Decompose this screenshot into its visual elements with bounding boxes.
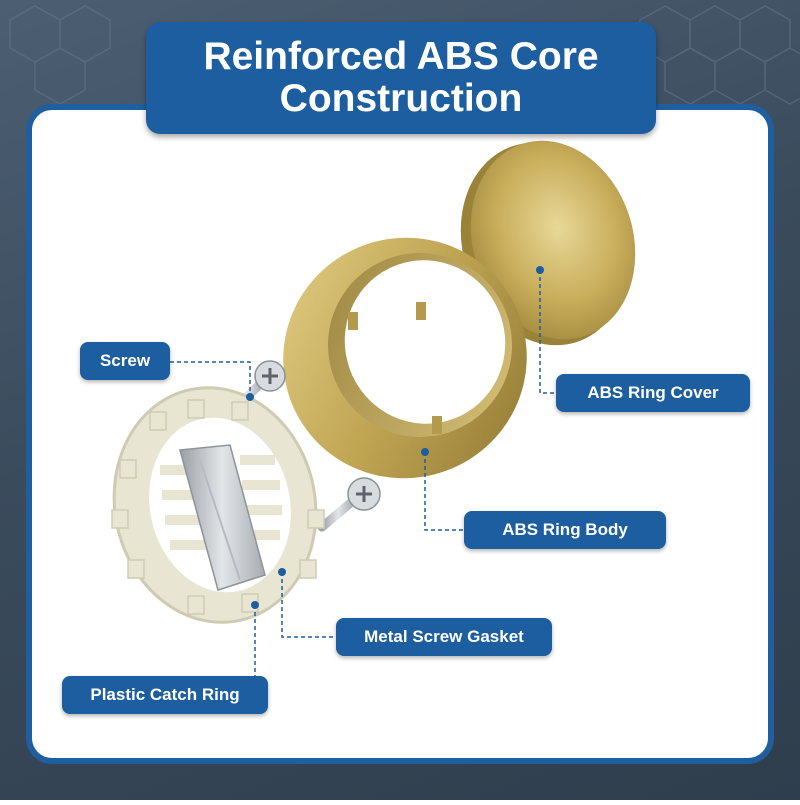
abs-ring-cover-image bbox=[460, 140, 636, 346]
screw-image-bottom bbox=[317, 477, 381, 532]
title-banner: Reinforced ABS Core Construction bbox=[146, 22, 656, 134]
label-plastic-catch-ring: Plastic Catch Ring bbox=[62, 676, 268, 714]
label-metal-screw-gasket: Metal Screw Gasket bbox=[336, 618, 552, 656]
metal-screw-gasket-image bbox=[179, 444, 266, 591]
label-abs-ring-body: ABS Ring Body bbox=[464, 511, 666, 549]
leader-dots bbox=[246, 266, 544, 609]
title-line-2: Construction bbox=[279, 77, 523, 120]
label-screw: Screw bbox=[80, 342, 170, 380]
abs-ring-body-image bbox=[283, 237, 527, 479]
title-line-1: Reinforced ABS Core bbox=[203, 35, 599, 78]
label-abs-ring-cover: ABS Ring Cover bbox=[556, 374, 750, 412]
